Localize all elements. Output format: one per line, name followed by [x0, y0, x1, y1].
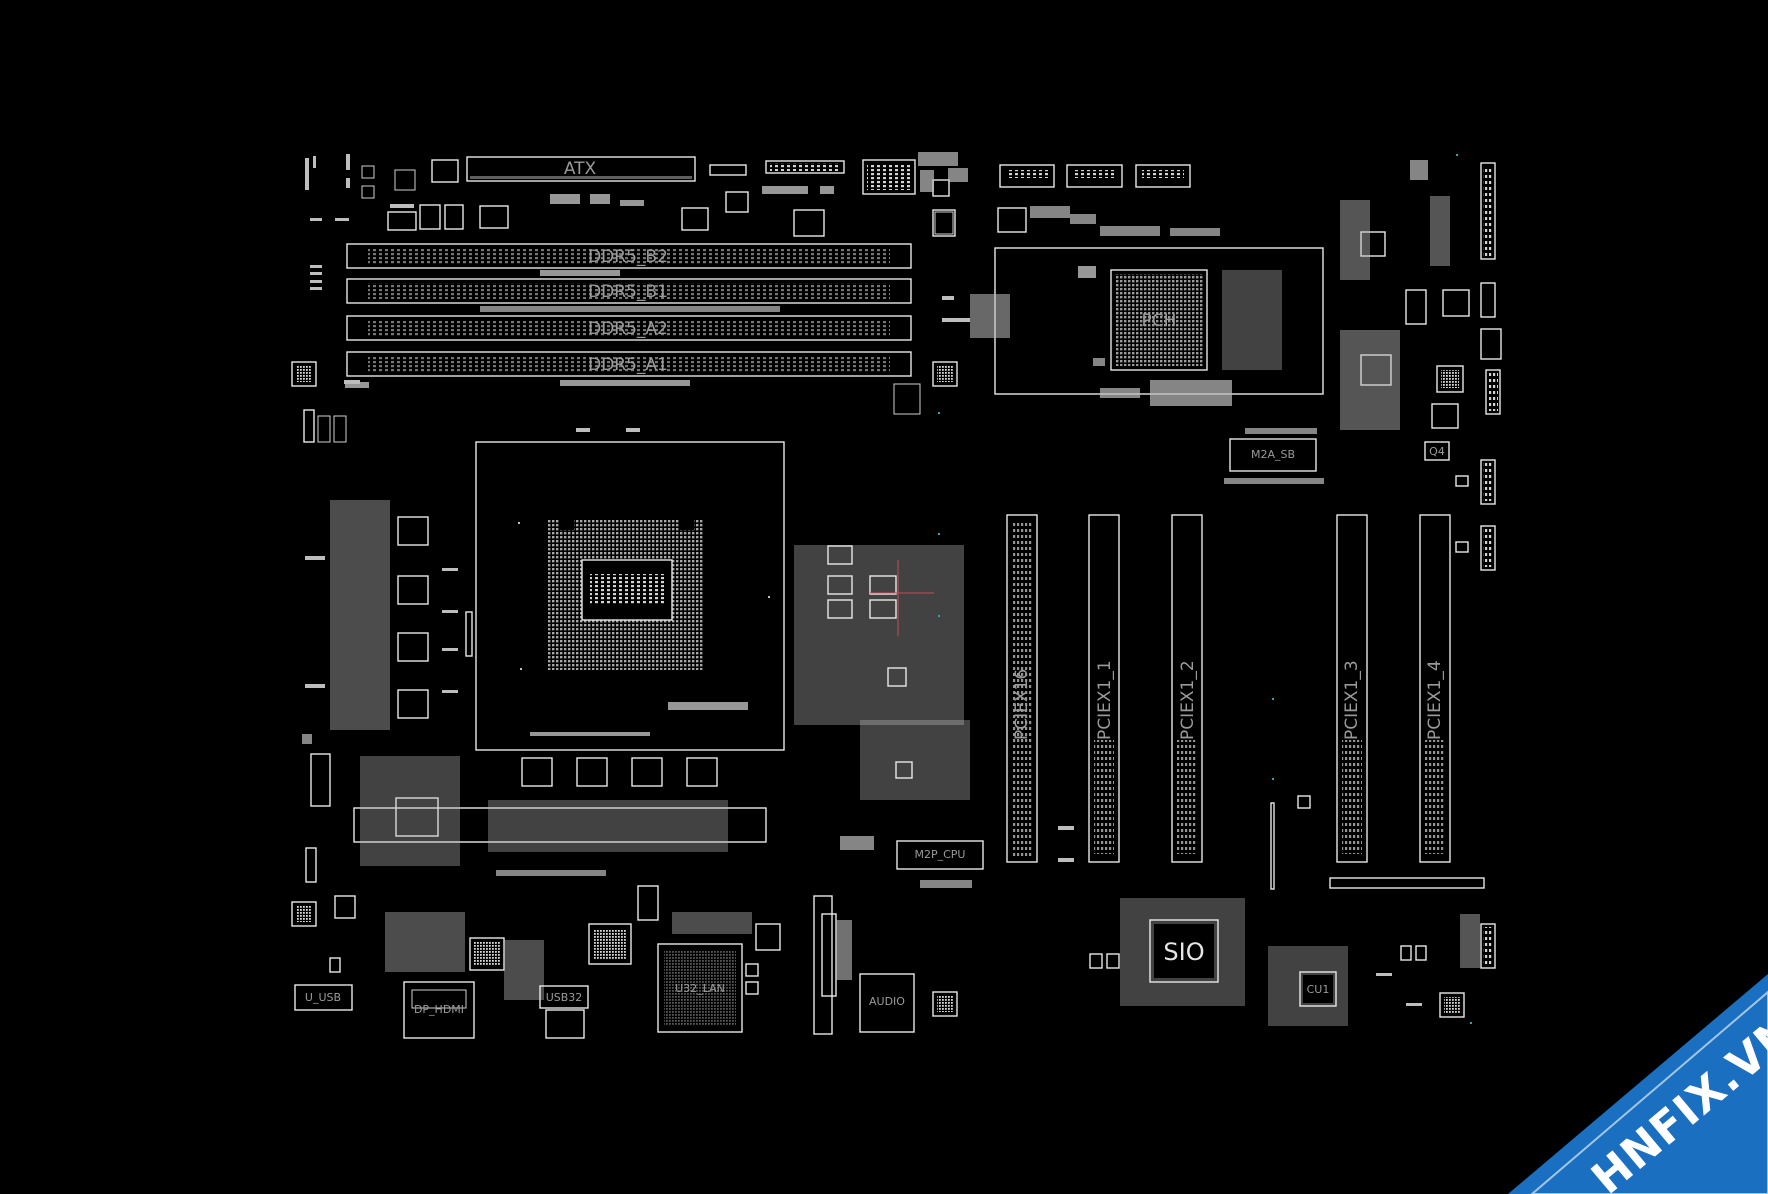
pcie-x1-4-slot: PCIEX1_4 — [1419, 514, 1451, 863]
usb32-label: USB32 — [546, 991, 583, 1004]
atx-connector: ATX — [466, 156, 696, 182]
pcie-x16-slot: PCIEX16 — [1006, 514, 1038, 863]
cpu-right-cluster — [794, 533, 970, 800]
usb-label: U_USB — [305, 991, 341, 1004]
pcie-x1-1-label: PCIEX1_1 — [1095, 660, 1115, 740]
vrm-bottom — [353, 756, 767, 876]
pcie-x1-3-label: PCIEX1_3 — [1342, 660, 1362, 740]
watermark-logo: HNFIX.VN — [1468, 944, 1768, 1194]
ddr5-slot-a1: DDR5_A1 — [346, 351, 912, 377]
bottom-left-components: U_USB DP_HDMI USB32 U32_LAN AUDIO — [291, 847, 958, 1039]
cu1-chip: CU1 — [1268, 914, 1496, 1026]
pcie-x1-3-slot: PCIEX1_3 — [1336, 514, 1368, 863]
ddr5-slot-b1: DDR5_B1 — [346, 278, 912, 304]
ddr5-slots: DDR5_B2 DDR5_B1 DDR5_A2 DDR5_A1 — [345, 243, 912, 388]
dp-hdmi-label: DP_HDMI — [414, 1003, 464, 1016]
m2p-cpu-slot: M2P_CPU — [840, 836, 984, 888]
far-right-components — [1340, 154, 1502, 571]
ddr5-a1-label: DDR5_A1 — [588, 355, 668, 375]
atx-label: ATX — [564, 159, 597, 179]
sio-label: SIO — [1163, 938, 1204, 966]
ddr5-b1-label: DDR5_B1 — [588, 282, 668, 302]
audio-label: AUDIO — [869, 995, 905, 1008]
pch-chip: PCH — [970, 247, 1324, 406]
pcie-x1-4-label: PCIEX1_4 — [1425, 660, 1445, 740]
pcie-x1-1-slot: PCIEX1_1 — [1088, 514, 1120, 863]
ddr5-slot-b2: DDR5_B2 — [346, 243, 912, 269]
ddr5-slot-a2: DDR5_A2 — [346, 315, 912, 341]
top-left-components — [291, 154, 640, 443]
cu1-label: CU1 — [1307, 983, 1330, 996]
pcie-x16-label: PCIEX16 — [1012, 669, 1032, 740]
pcie-slots: PCIEX16 PCIEX1_1 PCIEX1_2 PCIEX1_3 PCIEX… — [1006, 514, 1485, 890]
ddr5-a2-label: DDR5_A2 — [588, 319, 668, 339]
m2a-sb-slot: M2A_SB Q4 — [1224, 428, 1450, 484]
cpu-socket — [475, 441, 785, 751]
pcie-x1-2-slot: PCIEX1_2 — [1171, 514, 1203, 863]
top-right-headers — [997, 164, 1220, 236]
lan-label: U32_LAN — [675, 982, 725, 995]
m2p-cpu-label: M2P_CPU — [915, 848, 966, 861]
q4-label: Q4 — [1429, 445, 1445, 458]
sio-chip: SIO — [1089, 898, 1245, 1006]
pch-label: PCH — [1142, 311, 1177, 331]
ddr5-b2-label: DDR5_B2 — [588, 247, 668, 267]
pcie-x1-2-label: PCIEX1_2 — [1178, 660, 1198, 740]
watermark-triangle — [1508, 974, 1768, 1194]
vrm-left — [302, 500, 473, 807]
ddr-right-components — [893, 296, 970, 415]
m2a-sb-label: M2A_SB — [1251, 448, 1295, 461]
atx-area-components — [550, 152, 968, 237]
